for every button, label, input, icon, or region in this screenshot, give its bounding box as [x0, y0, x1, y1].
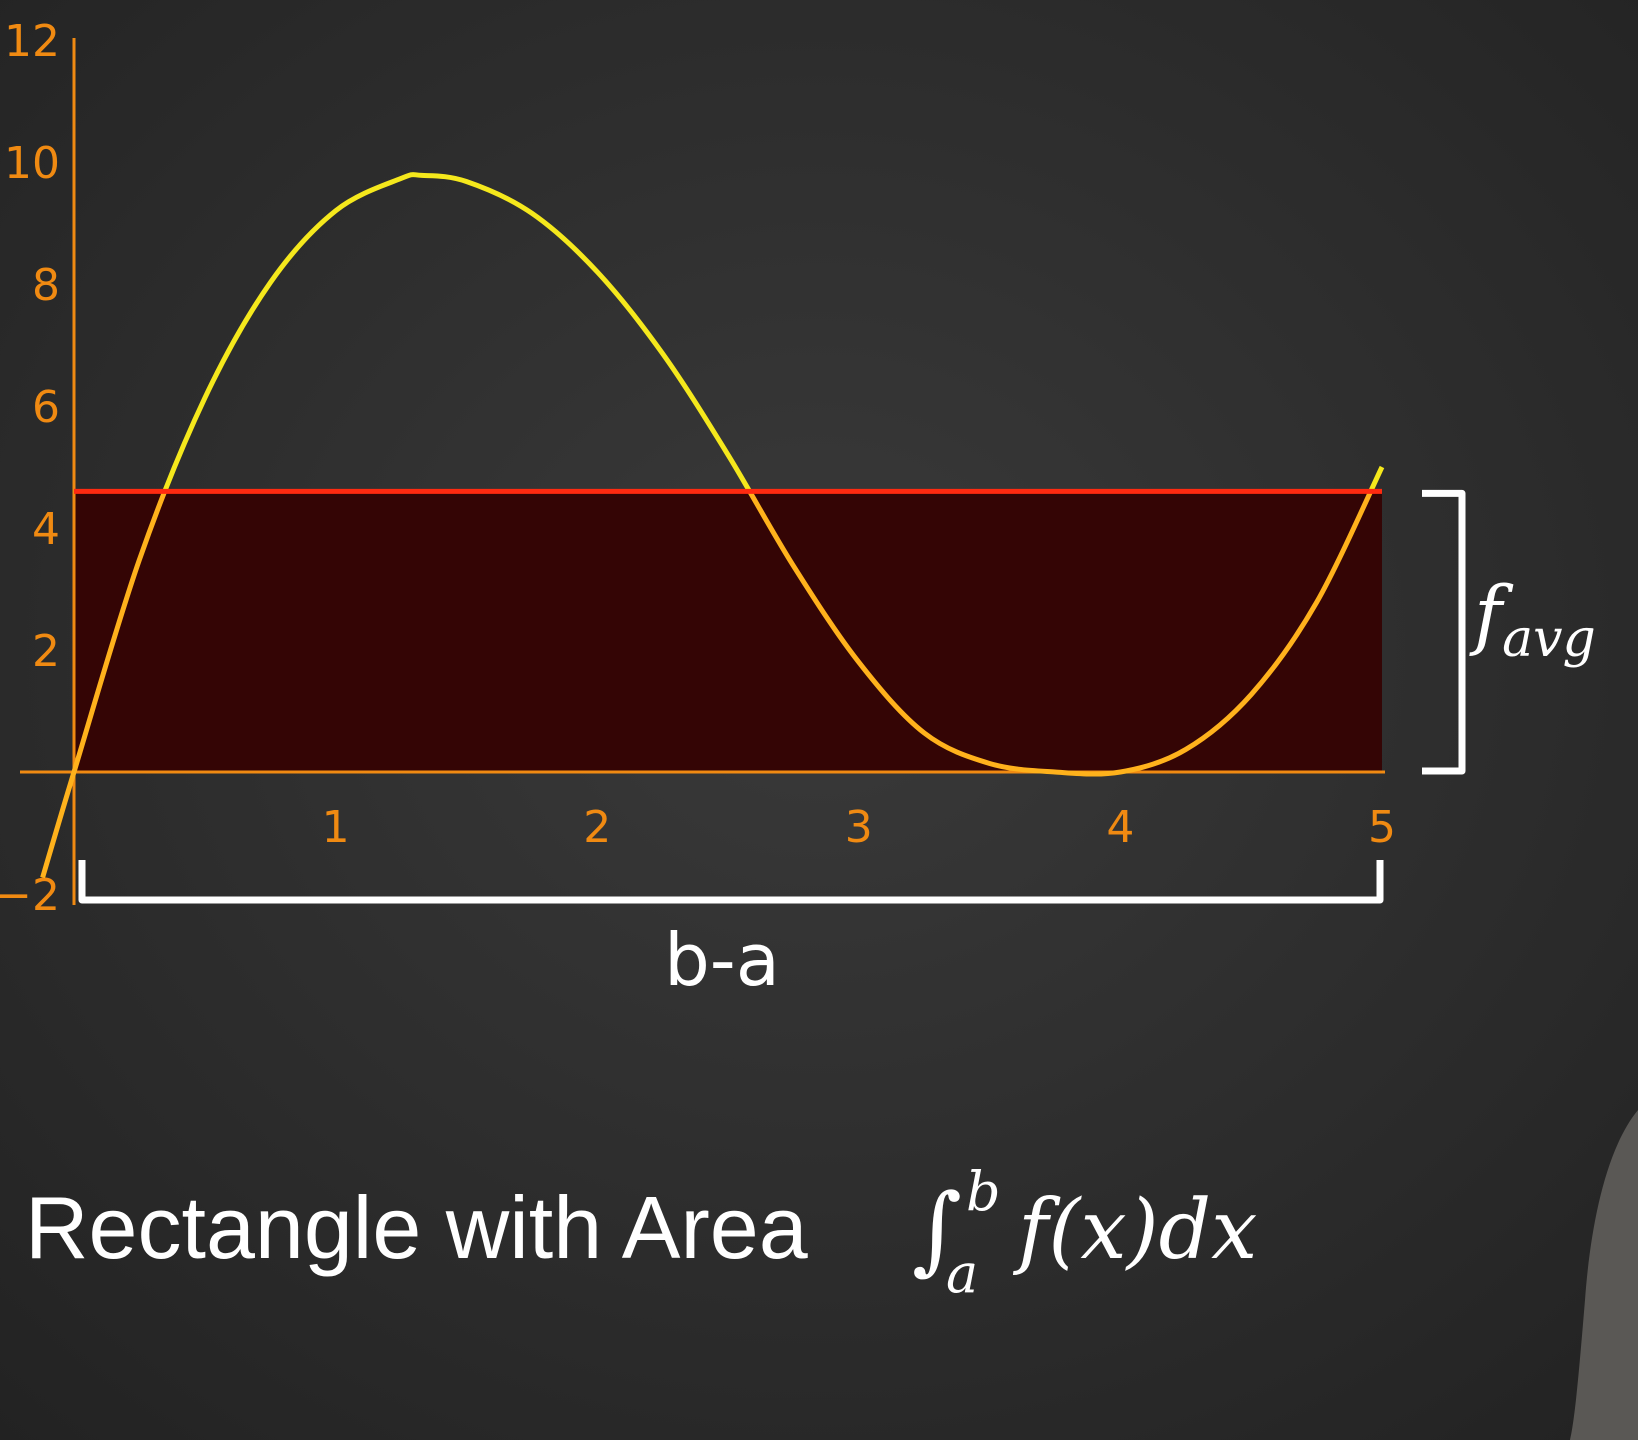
height-label: favg	[1469, 569, 1596, 669]
y-tick-labels: −2 2 4 6 8 10 12	[0, 16, 60, 921]
height-bracket	[1422, 489, 1466, 775]
height-label-sub: avg	[1502, 609, 1596, 669]
average-rectangle	[74, 491, 1382, 772]
x-tick-label: 3	[845, 802, 873, 853]
y-tick-label: 12	[4, 16, 60, 67]
x-tick-label: 4	[1106, 802, 1134, 853]
integrand: f(x)dx	[1012, 1183, 1257, 1278]
y-tick-label: 10	[4, 138, 60, 189]
integral-symbol: ∫	[912, 1173, 962, 1285]
y-tick-label: 6	[32, 382, 60, 433]
x-tick-label: 2	[583, 802, 611, 853]
x-tick-label: 5	[1368, 802, 1396, 853]
y-tick-label: 2	[32, 626, 60, 677]
presenter-silhouette	[1570, 1110, 1638, 1440]
width-label: b-a	[664, 918, 780, 1002]
function-curve-upper	[162, 172, 1385, 492]
y-tick-label: 4	[32, 504, 60, 555]
y-tick-label: −2	[0, 870, 60, 921]
caption: Rectangle with Area ∫ b a f(x)dx	[25, 1160, 1257, 1305]
width-bracket	[78, 860, 1384, 904]
y-tick-label: 8	[32, 260, 60, 311]
integral-lower-limit: a	[946, 1242, 978, 1305]
x-tick-labels: 1 2 3 4 5	[322, 802, 1396, 853]
function-curve-lower	[40, 491, 1374, 879]
integral-upper-limit: b	[966, 1160, 1001, 1223]
x-tick-label: 1	[322, 802, 350, 853]
caption-text: Rectangle with Area	[25, 1178, 808, 1277]
